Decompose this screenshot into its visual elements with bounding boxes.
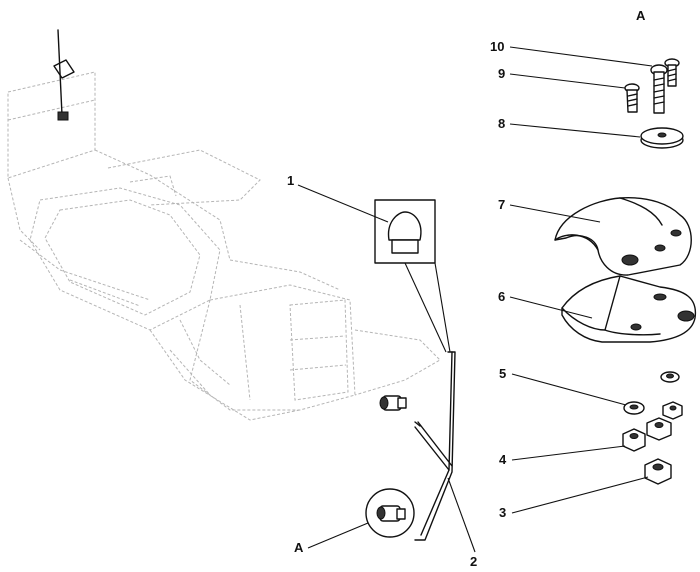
detail-ref-a: A	[294, 540, 304, 555]
callout-9: 9	[498, 66, 505, 81]
part-1-knob	[297, 184, 451, 353]
callout-8: 8	[498, 116, 505, 131]
part-2-shift-rod	[414, 351, 476, 553]
callout-6: 6	[498, 289, 505, 304]
callout-4: 4	[499, 452, 507, 467]
part-6-lower-clamp	[509, 275, 697, 343]
callout-2: 2	[470, 554, 477, 569]
detail-view-title: A	[636, 8, 646, 23]
callout-3: 3	[499, 505, 506, 520]
detail-a-circle	[307, 488, 415, 549]
callout-5: 5	[499, 366, 506, 381]
part-9-bolt	[509, 73, 640, 113]
rod-connector	[379, 395, 407, 411]
callout-10: 10	[490, 39, 504, 54]
part-8-washer	[509, 123, 684, 149]
callout-7: 7	[498, 197, 505, 212]
part-3-nut	[511, 458, 672, 514]
part-5-lock-washers	[511, 371, 680, 415]
machine-body-outline	[7, 71, 441, 421]
left-lever	[53, 29, 75, 121]
callout-1: 1	[287, 173, 294, 188]
part-7-upper-clamp	[509, 197, 692, 276]
part-4-nuts	[511, 401, 683, 461]
part-10-bolt	[509, 46, 680, 114]
